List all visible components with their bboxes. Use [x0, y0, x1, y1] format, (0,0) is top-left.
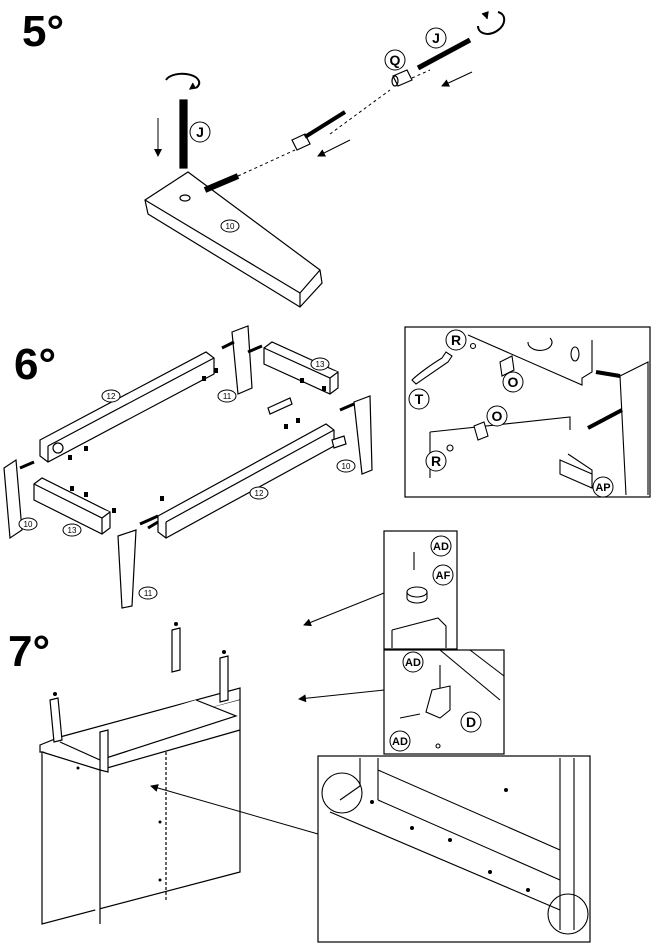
vertical-bolt — [154, 72, 201, 169]
step-7-bracket-detail: AD D AD — [383, 649, 505, 755]
cabinet-leg — [171, 627, 181, 673]
label-d: D — [466, 714, 476, 730]
step-6-illustration — [3, 325, 373, 609]
part-ap-plate — [331, 435, 347, 449]
step-7-glide-detail: AD AF — [383, 530, 458, 650]
label-part-13: 13 — [316, 360, 325, 369]
step-7-cabinet — [39, 622, 241, 925]
label-ad: AD — [392, 736, 408, 748]
part-q-barrel — [391, 69, 413, 87]
label-r: R — [451, 332, 461, 348]
label-ad: AD — [405, 657, 421, 669]
cabinet-leg — [99, 729, 109, 773]
label-t: T — [415, 391, 424, 407]
label-ap: AP — [595, 482, 610, 494]
pointer-arrow — [150, 784, 319, 835]
pointer-arrow — [298, 689, 385, 703]
label-part-10: 10 — [24, 520, 33, 529]
cam-wrench — [267, 397, 293, 415]
step-5-labels: J Q J 10 — [189, 27, 447, 233]
step-7-heading: 7° — [8, 627, 51, 676]
label-part-13: 13 — [68, 526, 77, 535]
label-part-10: 10 — [342, 462, 351, 471]
part-j-bolt-right — [416, 11, 506, 87]
connector-sleeve — [291, 110, 347, 151]
hardware-dots — [68, 368, 326, 513]
cabinet-leg — [49, 697, 63, 743]
assembly-axis — [237, 69, 431, 177]
part-11-leg-back — [231, 325, 253, 395]
step-6-labels: 12 13 11 10 12 10 13 11 — [18, 357, 356, 600]
threaded-rod — [203, 173, 240, 193]
label-j: J — [432, 30, 440, 46]
label-o: O — [492, 408, 503, 424]
part-10-leg-right — [353, 395, 373, 475]
part-13-rail-front — [33, 477, 111, 535]
step-5-heading: 5° — [22, 7, 65, 56]
cabinet-leg — [219, 655, 229, 703]
label-part-12: 12 — [107, 392, 116, 401]
label-part-11: 11 — [223, 392, 232, 401]
label-ad: AD — [433, 541, 449, 553]
step-6-heading: 6° — [14, 340, 57, 389]
part-10-beam — [144, 171, 323, 308]
pointer-arrow — [303, 592, 385, 627]
part-10-leg-left — [3, 458, 23, 540]
label-o: O — [508, 374, 519, 390]
label-j: J — [196, 124, 204, 140]
part-12-rail-back — [39, 351, 215, 463]
label-af: AF — [436, 570, 451, 582]
step-6-hardware-detail: R O T O R AP — [404, 326, 651, 498]
label-q: Q — [390, 52, 401, 68]
label-part-10: 10 — [226, 222, 235, 231]
label-part-11: 11 — [144, 589, 153, 598]
label-part-12: 12 — [255, 489, 264, 498]
part-13-rail-back — [263, 341, 339, 395]
step-7-underside-detail — [317, 755, 591, 943]
part-12-rail-front — [157, 423, 335, 539]
step-5-illustration — [144, 11, 506, 308]
part-11-leg-front — [117, 529, 137, 609]
label-r: R — [431, 453, 441, 469]
connector-bolts — [19, 340, 355, 530]
